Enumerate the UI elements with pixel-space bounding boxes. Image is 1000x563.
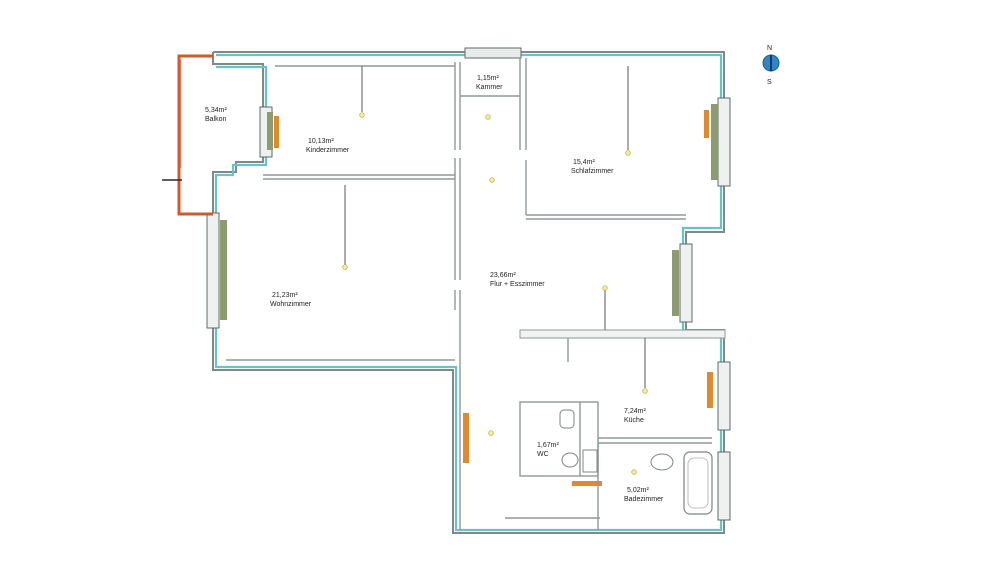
door-gap-kinder [450, 280, 464, 290]
door-gap-wohn [450, 150, 464, 158]
room-balkon-area: 5,34m² [205, 107, 227, 114]
curtain-schlafzimmer [711, 104, 718, 180]
curtain-wohnzimmer [220, 220, 227, 320]
room-kammer-area: 1,15m² [477, 75, 499, 82]
room-kinderzimmer-area: 10,13m² [308, 138, 334, 145]
toilet-wc [559, 409, 575, 429]
lamp-kueche [642, 388, 648, 394]
washbasin-wc [561, 452, 579, 468]
compass-south-label: S [767, 79, 772, 86]
compass: N S [762, 45, 780, 86]
room-flur-area: 23,66m² [490, 272, 516, 279]
shower-block [582, 449, 598, 473]
room-bad-name: Badezimmer [624, 496, 664, 503]
room-kammer-name: Kammer [476, 84, 503, 91]
curtain-kinderzimmer [267, 112, 273, 150]
lamp-kinder [359, 112, 365, 118]
bathtub [683, 451, 713, 515]
heater-schlafzimmer [704, 110, 709, 138]
heater-bad [572, 481, 602, 486]
lamp-flur-lower [488, 430, 494, 436]
window-wohnzimmer [206, 212, 220, 329]
window-schlafzimmer [717, 97, 731, 187]
room-wohnzimmer-area: 21,23m² [272, 292, 298, 299]
heater-flur [463, 413, 469, 463]
room-kueche-area: 7,24m² [624, 408, 646, 415]
washbasin-bad [650, 453, 674, 471]
interior-walls [226, 58, 726, 530]
room-kinderzimmer-name: Kinderzimmer [306, 147, 350, 154]
lamp-flur-top [489, 177, 495, 183]
window-kueche [717, 361, 731, 431]
lamp-kammer [485, 114, 491, 120]
outer-wall-glazing [214, 53, 723, 532]
lamp-schlaf [625, 150, 631, 156]
wc-room [519, 401, 599, 477]
room-schlafzimmer-area: 15,4m² [573, 159, 595, 166]
room-wc-name: WC [537, 451, 549, 458]
window-flur [679, 243, 693, 323]
room-kueche-name: Küche [624, 417, 644, 424]
bathtub-inner [687, 457, 709, 509]
lamp-bad [631, 469, 637, 475]
lamp-wohn [342, 264, 348, 270]
room-bad-area: 5,02m² [627, 487, 649, 494]
room-flur-name: Flur + Esszimmer [490, 281, 545, 288]
heater-kinderzimmer [274, 116, 279, 148]
fixtures [559, 409, 713, 515]
compass-north-label: N [767, 45, 772, 52]
curtain-flur [672, 250, 679, 316]
curtains [220, 104, 718, 320]
room-labels: 5,34m² Balkon 10,13m² Kinderzimmer 1,15m… [205, 75, 664, 503]
window-kammer [464, 47, 522, 59]
kitchen-counter [519, 329, 726, 339]
room-balkon-name: Balkon [205, 116, 227, 123]
heater-kueche [707, 372, 713, 408]
heaters [274, 110, 713, 486]
window-bad [717, 451, 731, 521]
ceiling-lamps [342, 66, 648, 475]
balcony-rail [177, 54, 213, 216]
room-wohnzimmer-name: Wohnzimmer [270, 301, 312, 308]
balcony [162, 54, 213, 216]
room-schlafzimmer-name: Schlafzimmer [571, 168, 614, 175]
room-wc-area: 1,67m² [537, 442, 559, 449]
lamp-ess [602, 285, 608, 291]
